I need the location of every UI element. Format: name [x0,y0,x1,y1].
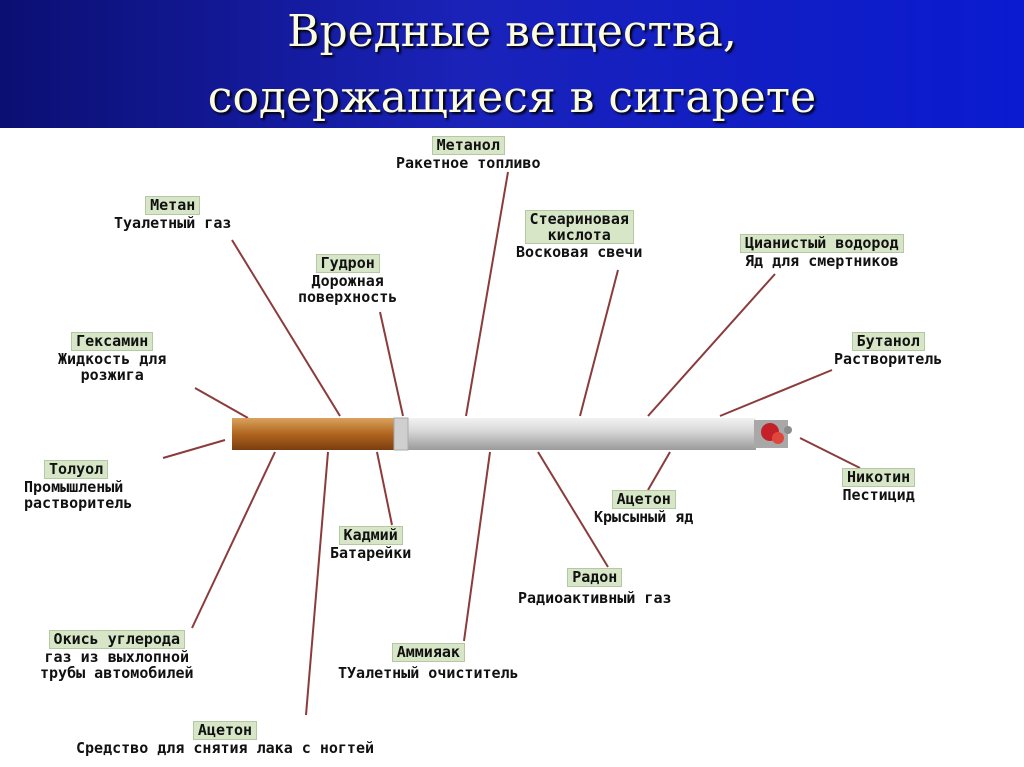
title-line-2: содержащиеся в сигарете [207,72,817,123]
label-metanol-name: Метанол [431,136,505,155]
connector-aceton1 [647,451,671,491]
label-geksamin-desc2: розжига [80,366,144,384]
label-geksamin: Гексамин Жидкость для розжига [58,332,166,383]
label-kadmiy: Кадмий Батарейки [330,526,411,561]
label-nikotin-desc: Пестицид [842,486,915,504]
label-toluol-desc2: растворитель [24,494,133,512]
label-stearin-desc: Восковая свечи [516,243,643,261]
cigarette [232,417,792,451]
label-nikotin: Никотин Пестицид [842,468,916,504]
connector-aceton2 [305,451,329,716]
label-aceton1-desc: Крысыный яд [594,508,694,526]
connector-metan [231,239,341,417]
title-banner: Вредные вещества, содержащиеся в сигарет… [0,0,1024,128]
label-metan-name: Метан [145,196,201,215]
label-stearin: Стеариновая кислота Восковая свечи [516,210,642,260]
cigarette-ember-glow [772,432,784,444]
label-radon-desc: Радиоактивный газ [518,589,672,607]
label-aceton2: Ацетон Средство для снятия лака с ногтей [76,721,374,756]
connector-metanol [465,171,509,417]
label-ammiak: Аммияак ТУалетный очиститель [338,643,519,681]
label-stearin-name: Стеариновая [529,210,629,228]
connector-lines [162,171,861,716]
label-butanol: Бутанол Растворитель [834,332,942,367]
connector-gudron [379,311,404,417]
label-aceton2-desc: Средство для снятия лака с ногтей [76,739,375,757]
cigarette-band [393,417,409,451]
label-nikotin-name: Никотин [842,468,916,487]
cigarette-paper [394,418,756,450]
label-gudron-name: Гудрон [315,254,380,273]
label-kadmiy-name: Кадмий [338,526,403,545]
label-butanol-name: Бутанол [851,332,925,351]
label-aceton1: Ацетон Крысыный яд [594,490,693,525]
label-ammiak-desc: ТУалетный очиститель [338,664,519,682]
label-gudron: Гудрон Дорожная поверхность [298,254,397,305]
label-toluol-name: Толуол [44,460,109,479]
label-radon-name: Радон [567,568,623,587]
connector-geksamin [194,387,249,419]
label-ammiak-name: Аммияак [391,643,465,662]
connector-stearin [579,269,619,417]
label-cyan-desc: Яд для смертников [745,252,899,270]
cigarette-ash-tip [784,426,792,434]
label-okis-desc: газ из выхлопной [44,648,190,666]
label-okis-desc2: трубы автомобилей [40,664,194,682]
label-metan: Метан Туалетный газ [114,196,231,231]
label-cyan-name: Цианистый водород [740,234,904,253]
connector-nikotin [799,437,861,469]
label-stearin-name2: кислота [547,226,611,244]
label-geksamin-desc: Жидкость для [58,350,167,368]
label-metanol-desc: Ракетное топливо [396,154,541,172]
connector-toluol [162,439,226,459]
connector-radon [537,451,609,568]
label-aceton2-name: Ацетон [192,721,258,740]
label-butanol-desc: Растворитель [834,350,943,368]
label-radon: Радон Радиоактивный газ [518,568,672,606]
title-line-1: Вредные вещества, [287,6,737,57]
label-okis: Окись углерода газ из выхлопной трубы ав… [40,630,194,681]
label-kadmiy-desc: Батарейки [330,544,412,562]
label-metan-desc: Туалетный газ [114,214,232,232]
connector-cyan [647,273,776,417]
connector-kadmiy [376,451,393,526]
label-toluol: Толуол Промышленый растворитель [24,460,132,511]
label-toluol-desc: Промышленый [24,478,124,496]
label-aceton1-name: Ацетон [611,490,676,509]
label-metanol: Метанол Ракетное топливо [396,136,541,171]
label-cyan: Цианистый водород Яд для смертников [740,234,904,269]
connector-ammiak [463,451,491,642]
cigarette-filter [232,418,394,450]
label-okis-name: Окись углерода [48,630,185,649]
label-geksamin-name: Гексамин [71,332,154,351]
label-gudron-desc2: поверхность [298,288,398,306]
connector-okis [191,451,276,629]
label-gudron-desc: Дорожная [311,272,384,290]
connector-butanol [719,369,833,417]
